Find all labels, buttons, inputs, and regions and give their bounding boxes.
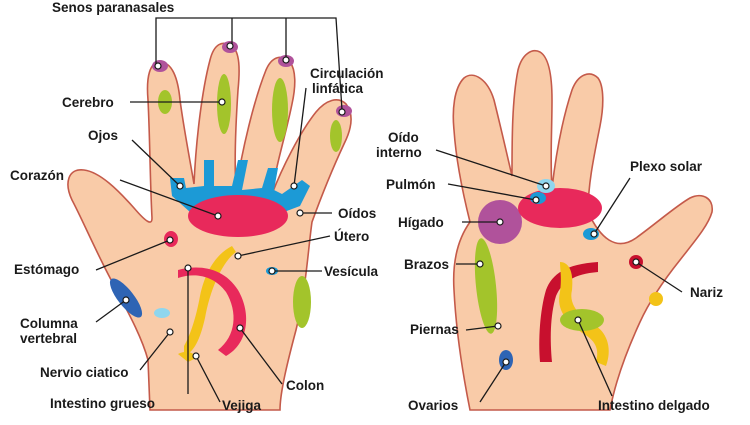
label-ovarios: Ovarios bbox=[408, 398, 458, 413]
label-senos: Senos paranasales bbox=[52, 0, 174, 15]
left-leader-lines bbox=[95, 17, 343, 403]
corazon-zone bbox=[188, 195, 288, 237]
label-plexo: Plexo solar bbox=[630, 159, 703, 174]
label-corazon: Corazón bbox=[10, 168, 64, 183]
label-estomago: Estómago bbox=[14, 262, 79, 277]
label-intestino-grueso: Intestino grueso bbox=[50, 396, 155, 411]
right-hand bbox=[452, 50, 713, 411]
cerebro-zone-4 bbox=[330, 120, 342, 152]
labels: Senos paranasales Cerebro Circulación li… bbox=[10, 0, 723, 413]
utero-zone bbox=[184, 246, 236, 356]
light-blue-spot bbox=[154, 308, 170, 318]
label-intestino-delgado: Intestino delgado bbox=[598, 398, 710, 413]
label-vejiga: Vejiga bbox=[222, 398, 262, 413]
label-nervio: Nervio ciatico bbox=[40, 365, 129, 380]
label-columna-1: Columna bbox=[20, 316, 78, 331]
label-pulmon: Pulmón bbox=[386, 177, 436, 192]
label-nariz: Nariz bbox=[690, 285, 723, 300]
label-circulacion-1: Circulación bbox=[310, 66, 384, 81]
label-brazos: Brazos bbox=[404, 257, 449, 272]
intestino-delgado-red bbox=[539, 262, 598, 362]
label-vesicula: Vesícula bbox=[324, 264, 379, 279]
left-hand bbox=[67, 41, 352, 411]
pulmon-zone bbox=[518, 188, 602, 228]
cerebro-zone-3 bbox=[272, 78, 288, 142]
colon-zone bbox=[178, 267, 247, 356]
label-colon: Colon bbox=[286, 378, 324, 393]
label-oido-interno-2: interno bbox=[376, 145, 422, 160]
yellow-thumb-spot bbox=[649, 292, 663, 306]
right-leader-lines bbox=[435, 149, 683, 403]
label-circulacion-2: linfática bbox=[312, 81, 364, 96]
label-oidos: Oídos bbox=[338, 206, 376, 221]
vejiga-zone bbox=[178, 351, 196, 362]
label-utero: Útero bbox=[334, 229, 369, 244]
ojos-zone bbox=[170, 160, 310, 212]
label-ojos: Ojos bbox=[88, 128, 118, 143]
label-piernas: Piernas bbox=[410, 322, 459, 337]
label-cerebro: Cerebro bbox=[62, 95, 114, 110]
label-higado: Hígado bbox=[398, 215, 444, 230]
label-oido-interno-1: Oído bbox=[388, 130, 419, 145]
label-columna-2: vertebral bbox=[20, 331, 77, 346]
lime-lower-zone bbox=[293, 276, 311, 328]
leader-dots bbox=[122, 42, 640, 366]
intestino-delgado-zone bbox=[560, 309, 604, 331]
intestino-delgado-yellow bbox=[559, 262, 609, 366]
